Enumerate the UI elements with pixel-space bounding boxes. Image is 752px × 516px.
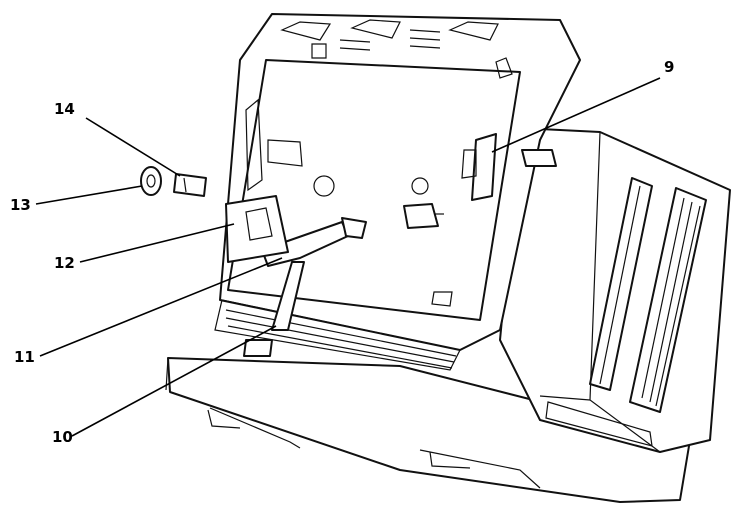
callout-label-13: 13 — [10, 196, 31, 214]
leader-line-12 — [79, 223, 235, 263]
chassis-vent-area — [214, 299, 461, 371]
leader-line-11 — [39, 257, 283, 357]
leader-line-10 — [71, 325, 277, 437]
leader-line-13 — [35, 185, 143, 205]
part-9-bracket — [461, 133, 497, 201]
cabinet-vent-grille — [629, 187, 707, 413]
part-13-washer — [140, 166, 162, 196]
callout-label-11: 11 — [14, 348, 35, 366]
callout-label-12: 12 — [54, 254, 75, 272]
cabinet-vent-slot — [589, 177, 653, 391]
leader-line-9 — [491, 77, 661, 153]
callout-label-14: 14 — [54, 100, 75, 118]
part-12-plate — [225, 195, 289, 263]
callout-label-10: 10 — [52, 428, 73, 446]
side-cabinet — [499, 127, 731, 453]
center-connector — [403, 203, 444, 229]
part-14-clip — [173, 173, 207, 197]
leader-line-14 — [85, 117, 181, 177]
callout-label-9: 9 — [664, 58, 674, 76]
side-clip — [521, 149, 557, 167]
part-10-ribbon-cable — [243, 261, 305, 357]
base-housing — [165, 357, 691, 503]
